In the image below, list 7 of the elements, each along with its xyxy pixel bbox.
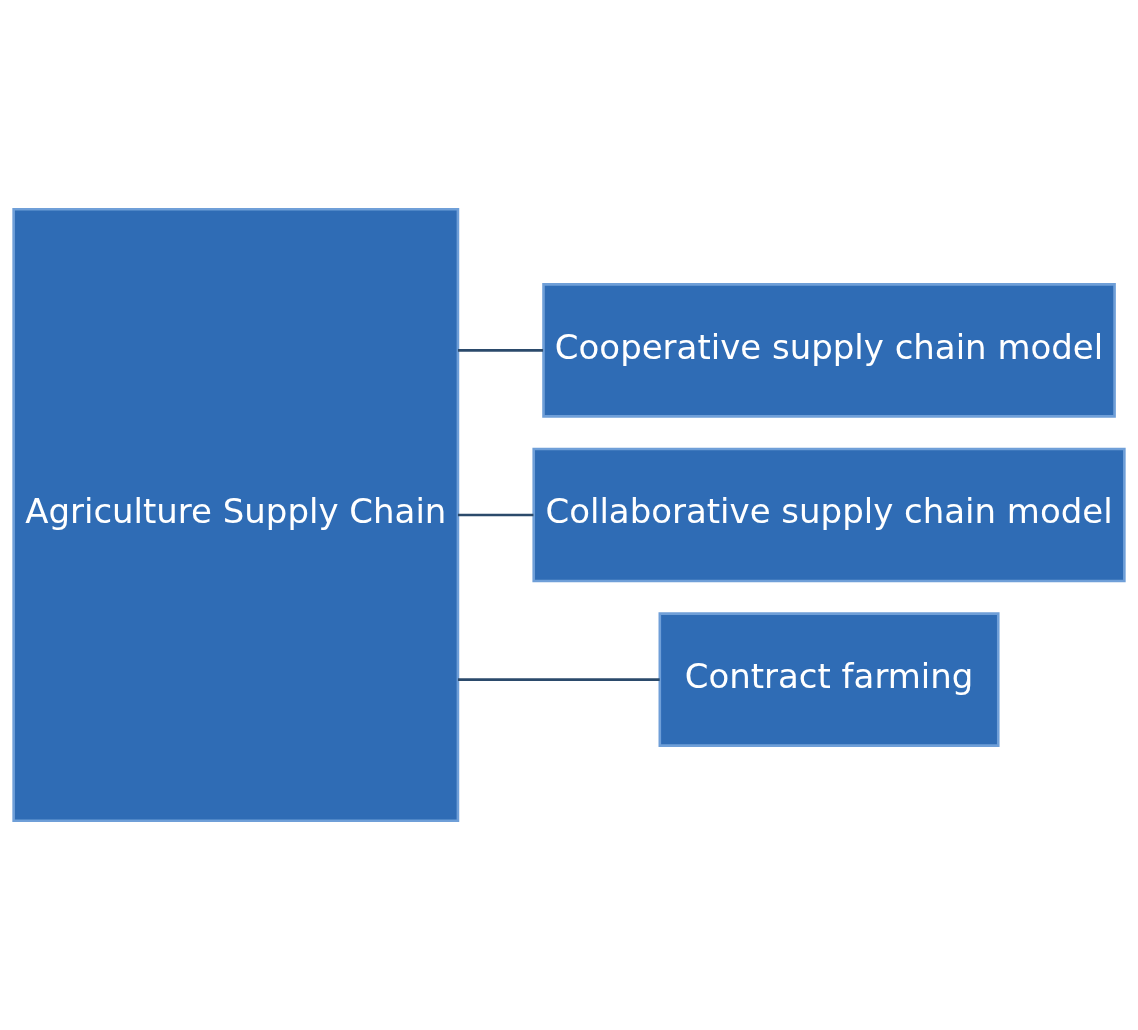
node-box: Agriculture Supply Chain	[12, 207, 460, 823]
connector	[457, 349, 544, 352]
node-box: Collaborative supply chain model	[532, 447, 1126, 583]
connector	[457, 678, 660, 681]
node-box: Contract farming	[658, 612, 1000, 747]
node-box: Cooperative supply chain model	[542, 283, 1116, 418]
connector	[457, 513, 534, 517]
